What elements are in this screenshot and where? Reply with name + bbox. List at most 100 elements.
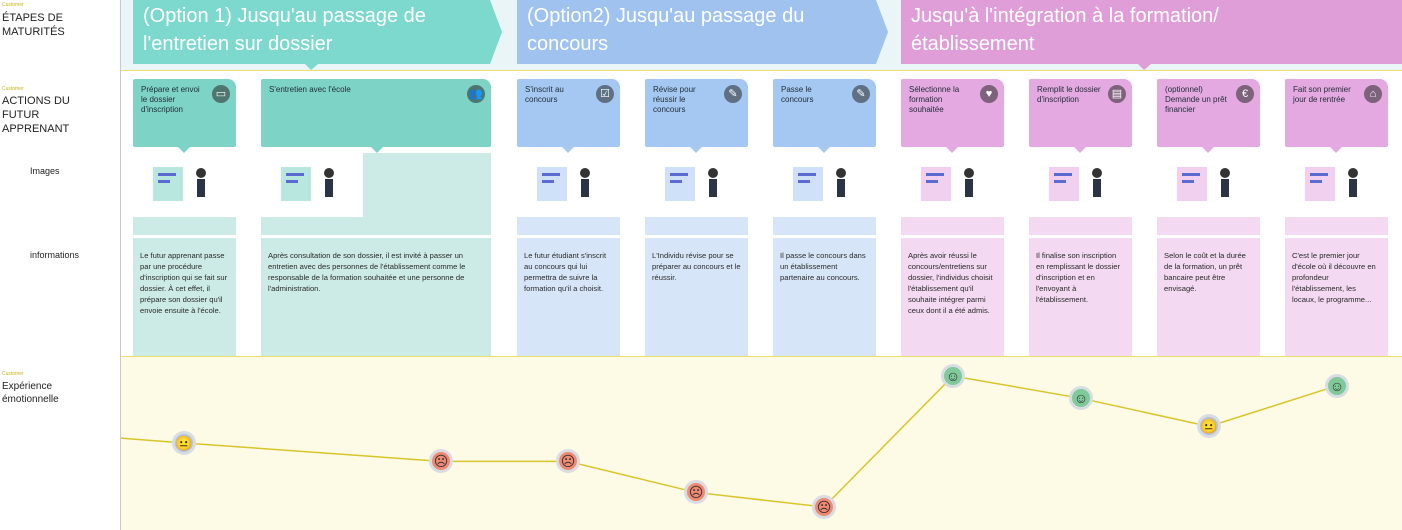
- emotion-face-happy: ☺: [1069, 386, 1093, 411]
- row-divider: [0, 356, 1402, 357]
- pencil-icon: ✎: [852, 85, 870, 103]
- row-divider: [0, 70, 1402, 71]
- information-text: Le futur apprenant passe par une procédu…: [133, 238, 236, 356]
- stages-row-tag: Customer: [2, 2, 24, 8]
- action-title: (optionnel) Demande un prêt financier: [1165, 85, 1227, 114]
- action-title: Sélectionne la formation souhaitée: [909, 85, 960, 114]
- heart-icon: ♥: [980, 85, 998, 103]
- card-notch: [1074, 147, 1086, 153]
- action-card: S'inscrit au concours ☑: [517, 79, 620, 153]
- emotion-face-sad: ☹: [684, 480, 708, 505]
- checkbox-icon: ☑: [596, 85, 614, 103]
- action-title: Fait son premier jour de rentrée: [1293, 85, 1351, 104]
- card-notch: [178, 147, 190, 153]
- home-icon: ⌂: [1364, 85, 1382, 103]
- stage-label-2: (Option2) Jusqu'au passage du concours: [527, 5, 805, 55]
- emotion-face-happy: ☺: [1325, 373, 1349, 398]
- action-card: (optionnel) Demande un prêt financier €: [1157, 79, 1260, 153]
- stage-label-1: (Option 1) Jusqu'au passage de l'entreti…: [143, 5, 426, 55]
- emotion-face-sad: ☹: [812, 495, 836, 519]
- action-card: Révise pour réussir le concours ✎: [645, 79, 748, 153]
- information-text: C'est le premier jour d'école où il déco…: [1285, 238, 1388, 356]
- action-card: Remplit le dossier d'inscription▤: [1029, 79, 1132, 153]
- emotion-face-sad: ☹: [556, 449, 580, 474]
- stage-label-3: Jusqu'à l'intégration à la formation/éta…: [911, 5, 1219, 55]
- stage-notch-3: [1138, 64, 1151, 70]
- illustration-box: [1029, 153, 1132, 235]
- illustration-image: [1157, 153, 1260, 217]
- people-icon: 👥: [467, 85, 485, 103]
- information-text: L'Individu révise pour se préparer au co…: [645, 238, 748, 356]
- actions-row-title: ACTIONS DU FUTUR APPRENANT: [2, 95, 70, 135]
- information-text: Selon le coût et la durée de la formatio…: [1157, 238, 1260, 356]
- card-notch: [1202, 147, 1214, 153]
- illustration-figure: [665, 167, 718, 201]
- document-icon: ▤: [1108, 85, 1126, 103]
- action-title: Passe le concours: [781, 85, 814, 104]
- card-notch: [371, 147, 383, 153]
- illustration-image: [1285, 153, 1388, 217]
- stage-notch-1: [305, 64, 318, 70]
- emotion-face-neutral: 😐: [1197, 414, 1221, 439]
- illustration-image: [517, 153, 620, 217]
- emotion-row-title: Expérience émotionnelle: [2, 381, 59, 405]
- emotion-face-sad: ☹: [429, 449, 453, 474]
- information-text: Il passe le concours dans un établisseme…: [773, 238, 876, 356]
- images-row-label: Images: [30, 166, 60, 176]
- card-notch: [946, 147, 958, 153]
- illustration-box: [517, 153, 620, 235]
- tablet-icon: ▭: [212, 85, 230, 103]
- card-notch: [562, 147, 574, 153]
- illustration-image: [133, 153, 236, 217]
- information-text: Il finalise son inscription en remplissa…: [1029, 238, 1132, 356]
- emotion-face-neutral: 😐: [172, 430, 196, 455]
- illustration-figure: [1049, 167, 1102, 201]
- illustration-figure: [1177, 167, 1230, 201]
- action-title: S'entretien avec l'école: [269, 85, 351, 94]
- illustration-figure: [537, 167, 590, 201]
- illustration-figure: [921, 167, 974, 201]
- emotion-line: [120, 375, 1338, 508]
- emotion-face-happy: ☺: [941, 364, 965, 388]
- illustration-figure: [281, 167, 334, 201]
- illustration-box: [645, 153, 748, 235]
- pencil-icon: ✎: [724, 85, 742, 103]
- stages-row-title: ÉTAPES DE MATURITÉS: [2, 12, 65, 38]
- card-notch: [1330, 147, 1342, 153]
- informations-row-label: informations: [30, 250, 80, 260]
- illustration-box: [773, 153, 876, 235]
- action-card: S'entretien avec l'école 👥: [261, 79, 491, 153]
- illustration-image: [901, 153, 1004, 217]
- illustration-box: [133, 153, 236, 235]
- action-title: Révise pour réussir le concours: [653, 85, 696, 114]
- card-notch: [818, 147, 830, 153]
- stage-arrow-2: [517, 0, 888, 64]
- action-card: Fait son premier jour de rentrée ⌂: [1285, 79, 1388, 153]
- illustration-figure: [1305, 167, 1358, 201]
- action-card: Sélectionne la formation souhaitée ♥: [901, 79, 1004, 153]
- stage-arrows: [133, 0, 1402, 70]
- action-card: Passe le concours ✎: [773, 79, 876, 153]
- information-text: Après avoir réussi le concours/entretien…: [901, 238, 1004, 356]
- illustration-figure: [793, 167, 846, 201]
- illustration-box: [261, 153, 491, 235]
- illustration-image: [1029, 153, 1132, 217]
- action-title: S'inscrit au concours: [525, 85, 564, 104]
- card-notch: [690, 147, 702, 153]
- action-card: Prépare et envoi le dossier d'inscriptio…: [133, 79, 236, 153]
- action-title: Prépare et envoi le dossier d'inscriptio…: [141, 85, 200, 114]
- actions-row-tag: Customer: [2, 86, 24, 92]
- stage-arrow-3: [901, 0, 1402, 64]
- illustration-image: [261, 153, 363, 217]
- information-text: Le futur étudiant s'inscrit au concours …: [517, 238, 620, 356]
- illustration-box: [901, 153, 1004, 235]
- euro-icon: €: [1236, 85, 1254, 103]
- information-text: Après consultation de son dossier, il es…: [261, 238, 491, 356]
- illustration-box: [1157, 153, 1260, 235]
- stage-arrow-1: [133, 0, 502, 64]
- illustration-image: [645, 153, 748, 217]
- illustration-box: [1285, 153, 1388, 235]
- row-header-column: Customer ÉTAPES DE MATURITÉS Customer AC…: [0, 0, 121, 530]
- illustration-image: [773, 153, 876, 217]
